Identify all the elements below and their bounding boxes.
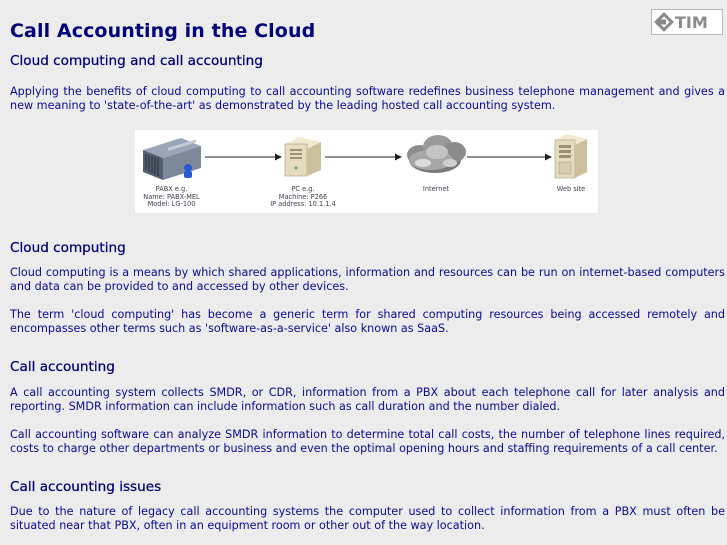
website-label-line: Web site	[556, 185, 586, 193]
pabx-label: PABX e.g. Name: PABX-MEL Model: LG-100	[135, 185, 208, 209]
pc-label-line: Machine: P266	[278, 192, 328, 201]
intro-heading: Cloud computing and call accounting	[10, 53, 263, 69]
cloud-icon	[407, 135, 466, 173]
website-label: Web site	[541, 185, 601, 194]
internet-label: Internet	[406, 185, 466, 194]
section-heading-call-accounting: Call accounting	[10, 359, 115, 375]
server-icon	[554, 134, 587, 179]
pc-label-line: IP address: 10.1.1.4	[270, 200, 336, 209]
logo-text: TIM	[675, 13, 708, 32]
section-paragraph: Cloud computing is a means by which shar…	[10, 266, 725, 293]
section-heading-cloud-computing: Cloud computing	[10, 240, 126, 256]
internet-label-line: Internet	[422, 185, 450, 193]
pabx-label-line: Name: PABX-MEL	[143, 192, 200, 201]
section-paragraph: A call accounting system collects SMDR, …	[10, 386, 725, 413]
network-diagram: PABX e.g. Name: PABX-MEL Model: LG-100 P…	[135, 130, 598, 213]
pc-label-line: PC e.g.	[291, 185, 315, 193]
pabx-label-line: PABX e.g.	[155, 185, 188, 193]
section-paragraph: The term 'cloud computing' has become a …	[10, 308, 725, 335]
section-paragraph: Call accounting software can analyze SMD…	[10, 428, 725, 455]
pc-icon	[284, 137, 321, 177]
section-heading-call-accounting-issues: Call accounting issues	[10, 479, 162, 495]
pabx-icon	[143, 138, 201, 180]
section-paragraph: Due to the nature of legacy call account…	[10, 505, 725, 532]
tim-logo-mark-icon: TIM	[654, 12, 708, 32]
pabx-label-line: Model: LG-100	[147, 200, 196, 209]
page-title: Call Accounting in the Cloud	[10, 20, 316, 42]
pc-label: PC e.g. Machine: P266 IP address: 10.1.1…	[263, 185, 343, 209]
tim-logo[interactable]: TIM	[651, 9, 723, 35]
intro-paragraph: Applying the benefits of cloud computing…	[10, 85, 725, 112]
